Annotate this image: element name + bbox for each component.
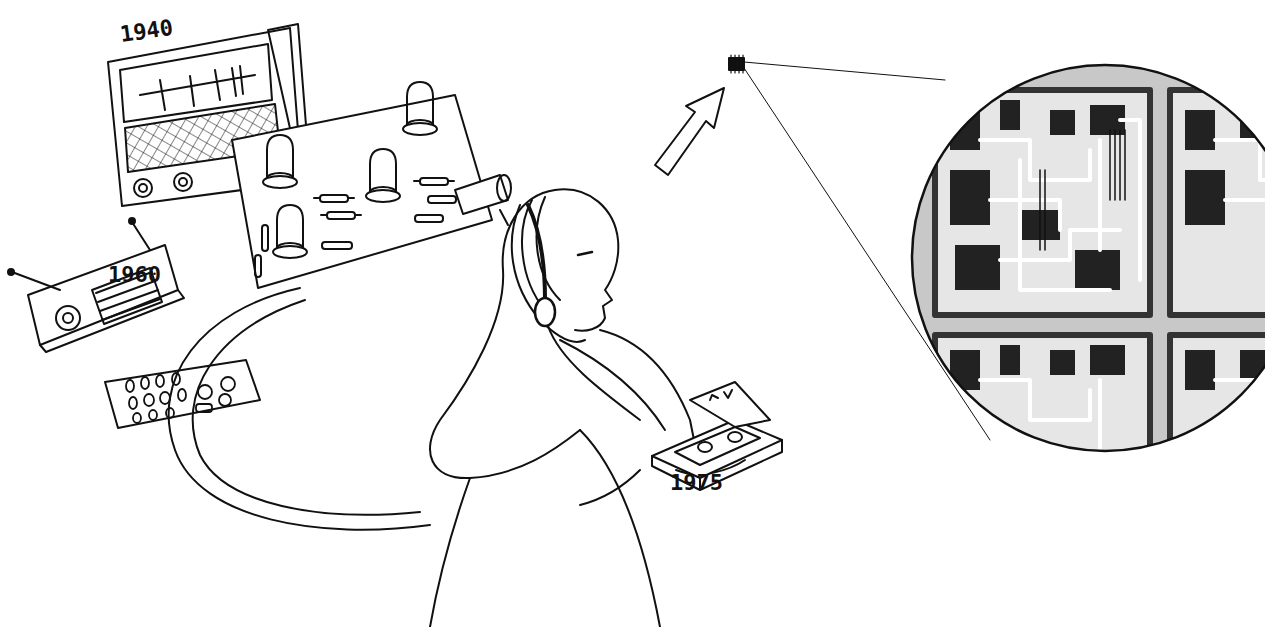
listening-woman [430,189,745,627]
valve-radio [108,24,310,206]
valve-circuit-board [232,82,511,288]
vacuum-tube [273,205,307,258]
year-label: 1940 [119,15,175,47]
vacuum-tube [263,135,297,188]
timeline-swoosh [169,288,430,530]
vacuum-tube [403,82,437,135]
progress-arrow [655,88,724,175]
capacitor-cylinder [455,175,511,225]
magnified-die [900,60,1265,475]
year-label: 1960 [108,262,161,287]
transistor-circuit-board [105,360,260,428]
vacuum-tube [366,149,400,202]
timeline-swoosh [193,300,420,515]
integrated-chip [729,55,744,73]
transistor-radio [8,218,184,352]
headphones [528,205,640,420]
resistor-symbol [255,178,456,277]
year-label: 1975 [670,470,723,495]
